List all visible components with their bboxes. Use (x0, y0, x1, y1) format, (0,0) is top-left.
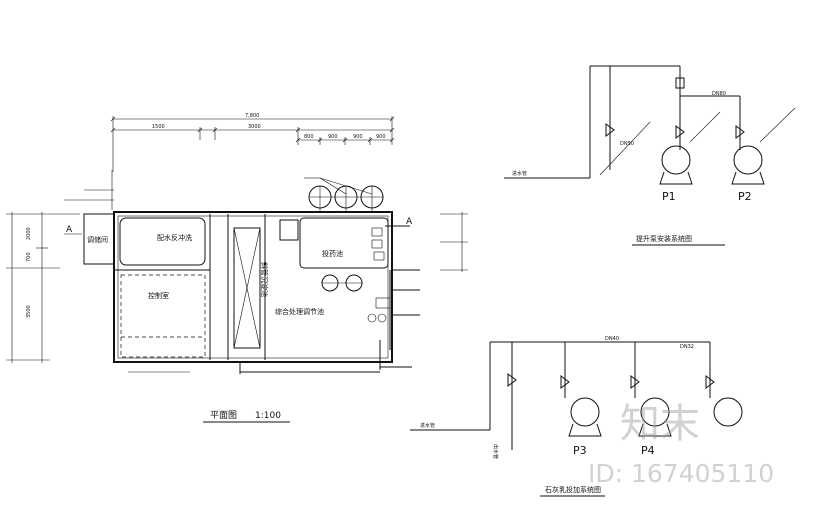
dim-left-c: 3500 (26, 305, 32, 318)
pump-p2-label: P2 (738, 190, 752, 203)
top-dimensions: 7,800 1500 3000 800 900 900 900 (110, 113, 395, 172)
wash-tank (119, 217, 206, 266)
dim-total: 7,800 (245, 113, 259, 119)
right-pipework: A (367, 217, 420, 370)
pump-p5 (713, 397, 743, 427)
pump-p4-label: P4 (641, 444, 655, 457)
watermark: 知末 ID: 167405110 (588, 401, 774, 488)
sediment-lane (233, 227, 261, 349)
building-outline (113, 211, 393, 363)
pump-p3 (570, 397, 600, 427)
dim-left-b: 700 (26, 252, 32, 262)
sys2-outlet: 出水管 (492, 444, 499, 459)
sys1-inlet: 进水管 (512, 170, 527, 177)
pump-p2 (733, 145, 763, 175)
dim-c: 800 (304, 134, 314, 140)
section-mark-right: A (406, 217, 413, 227)
plan-scale: 1:100 (255, 411, 281, 421)
pump-p1-label: P1 (662, 190, 676, 203)
control-room-label: 控制室 (148, 291, 169, 300)
plan-title: 平面图 (210, 410, 237, 421)
dim-left-a: 2000 (26, 227, 32, 240)
control-room (120, 274, 206, 358)
sediment-label: 斜管沉淀池 (260, 262, 269, 297)
dim-f: 900 (376, 134, 386, 140)
reaction-tank-label: 综合处理调节池 (275, 307, 324, 316)
section-mark-left: A (66, 225, 73, 235)
dosing-room (299, 217, 389, 269)
watermark-id: ID: 167405110 (588, 459, 774, 488)
dim-a: 1500 (152, 124, 165, 130)
dosing-tanks (304, 177, 384, 212)
dim-b: 3000 (248, 124, 261, 130)
sys1-branch-size: DN50 (620, 141, 634, 147)
sys1-title: 提升泵安装系统图 (636, 234, 692, 243)
lift-pump-system: DN80 DN50 进水管 P1 P2 提升泵安装系统图 (504, 65, 796, 246)
dim-d: 900 (328, 134, 338, 140)
pump-p3-label: P3 (573, 444, 587, 457)
dosing-room-label: 投药池 (322, 249, 343, 258)
sys2-inlet: 进水管 (420, 422, 435, 429)
dim-e: 900 (353, 134, 363, 140)
sys2-title: 石灰乳投加系统图 (545, 485, 601, 494)
sys2-pipe-size: DN40 (605, 336, 619, 342)
lime-dosing-system: DN40 DN32 进水管 出水管 P3 P4 石灰乳投加系统图 (410, 336, 743, 497)
sys2-branch-size: DN32 (680, 344, 694, 350)
right-dimensions (440, 212, 468, 272)
intake-room-label: 调储间 (87, 235, 108, 244)
sys1-pipe-size: DN80 (712, 91, 726, 97)
pump-p4 (640, 397, 670, 427)
intake-room (83, 213, 115, 265)
watermark-brand: 知末 (620, 401, 700, 447)
wash-tank-label: 配水反冲洗 (157, 233, 192, 242)
plan-view: 7,800 1500 3000 800 900 900 900 2000 700… (6, 113, 468, 423)
pump-p1 (661, 145, 691, 175)
left-dimensions: 2000 700 3500 (6, 212, 80, 363)
